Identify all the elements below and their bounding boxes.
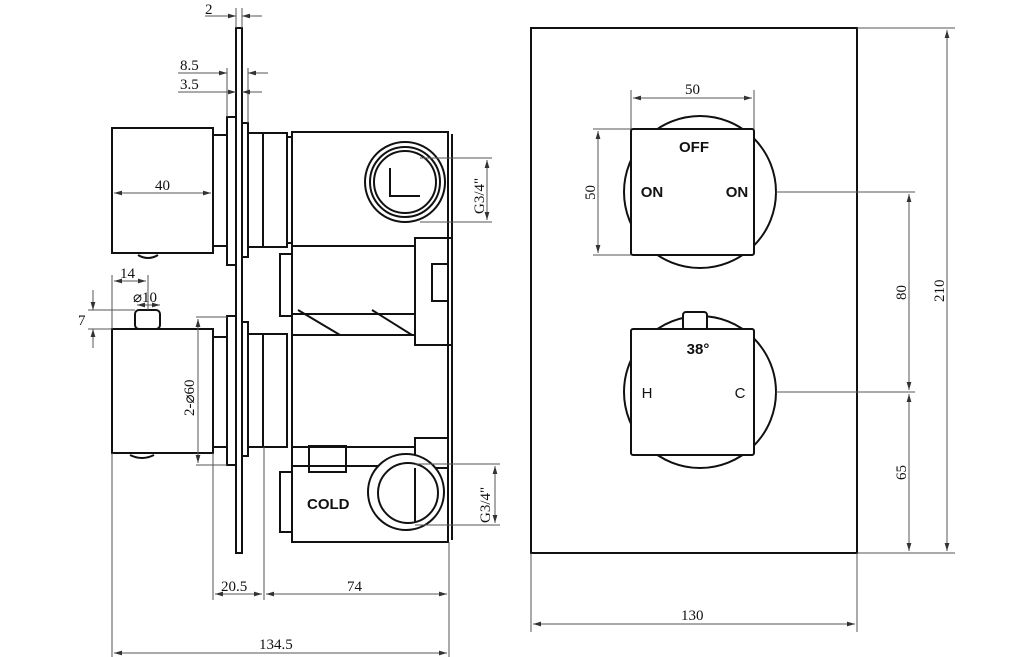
port-bore [377, 462, 439, 524]
collar [262, 333, 288, 448]
cartridge-slot [431, 263, 449, 302]
dim-bottom-offset-label: 65 [894, 465, 910, 480]
cold-label: COLD [307, 496, 350, 513]
port-bottom-label: G3/4" [478, 487, 494, 523]
dim-knob-height-label: 50 [583, 185, 599, 200]
dim-handle-width-label: 40 [155, 178, 170, 194]
port-thread [369, 146, 441, 218]
sleeve [247, 333, 264, 448]
front-dimensions: 50 50 80 65 210 130 [530, 27, 955, 632]
check-valve [308, 445, 347, 473]
neck [212, 336, 228, 448]
dim-plate-label: 2 [205, 2, 213, 18]
side-nut [279, 253, 293, 317]
safety-button [682, 311, 708, 331]
label-temp: 38° [687, 341, 710, 358]
dim-knob-spacing-label: 80 [894, 285, 910, 300]
hot-inlet-port [364, 141, 446, 223]
dim-flange-label: 8.5 [180, 58, 199, 74]
label-on-right: ON [726, 184, 749, 201]
dim-total-depth-label: 134.5 [259, 637, 293, 653]
label-hot: H [642, 385, 653, 402]
stem [134, 309, 161, 330]
upper-knob [630, 128, 755, 256]
wall-plate-side [235, 27, 243, 554]
side-view: COLD 2 8.5 3.5 40 14 ⌀10 7 2-⌀60 [78, 2, 500, 657]
dim-plate-width-label: 130 [681, 608, 704, 624]
flange [226, 315, 237, 466]
port-inner [389, 168, 420, 197]
lower-knob [630, 328, 755, 456]
neck [212, 134, 228, 247]
label-on-left: ON [641, 184, 664, 201]
handle-nub [129, 454, 155, 459]
collar [262, 132, 288, 248]
dim-knob-width-label: 50 [685, 82, 700, 98]
dim-stem-offset-label: 14 [120, 266, 136, 282]
label-cold: C [735, 385, 746, 402]
cartridge-block [414, 237, 453, 346]
dim-collar-label: 20.5 [221, 579, 247, 595]
label-off: OFF [679, 139, 709, 156]
front-view: OFF ON ON 38° H C 50 50 80 65 210 130 [530, 27, 955, 632]
valve-body [291, 131, 449, 543]
dim-stem-height-label: 7 [78, 313, 86, 329]
side-dimensions: 2 8.5 3.5 40 14 ⌀10 7 2-⌀60 20.5 74 [78, 2, 500, 657]
side-nut [279, 471, 293, 533]
handle-nub [137, 254, 159, 259]
dim-body-label: 74 [347, 579, 363, 595]
port-bore [373, 150, 437, 214]
port-top-label: G3/4" [472, 178, 488, 214]
dim-ring-label: 3.5 [180, 77, 199, 93]
cold-inlet-port [367, 453, 445, 531]
dim-stem-dia-label: ⌀10 [133, 290, 157, 306]
sleeve [247, 132, 264, 248]
wall-plate-front [530, 27, 858, 554]
flange [226, 116, 237, 266]
dim-handle-dia-label: 2-⌀60 [182, 379, 198, 416]
dim-plate-height-label: 210 [932, 280, 948, 303]
